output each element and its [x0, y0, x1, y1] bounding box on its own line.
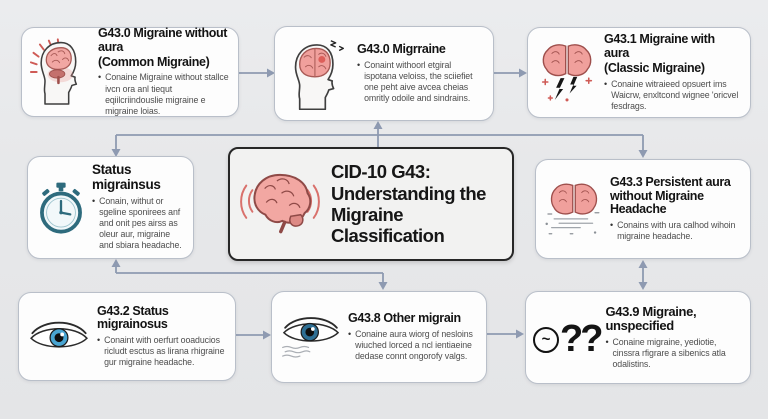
card-title: G43.1 Migraine with aura — [604, 32, 715, 61]
card-center-title: CID-10 G43: Understanding the Migraine C… — [228, 147, 514, 261]
card-g439-unspecified: ~ ?? G43.9 Migraine, unspecified Conaine… — [525, 291, 751, 384]
card-subtitle: (Common Migraine) — [98, 54, 210, 69]
eye-icon — [26, 316, 92, 358]
card-description: Conaine migraine, yediotie, cinssra rfig… — [612, 336, 726, 369]
card-subtitle: (Classic Migraine) — [604, 60, 705, 75]
tilde-circle-icon: ~ — [533, 326, 559, 353]
card-description: Conain, withut or sgeline sponirees anf … — [99, 196, 182, 251]
card-title: G43.8 Other migrain — [348, 311, 461, 325]
card-g432-status-migrainosus: G43.2 Status migrainosus Conaint with oe… — [18, 292, 236, 381]
card-title: G43.0 Migrraine — [357, 41, 446, 56]
card-description: Conaine witraieed opsuert ims Waicrw, en… — [611, 78, 739, 111]
main-title-line2: Understanding the — [331, 182, 486, 204]
card-title: G43.2 Status migrainosus — [97, 303, 169, 332]
card-g438-other-migrain: G43.8 Other migrain Conaine aura wiorg o… — [271, 291, 487, 383]
card-status-migrainsus: Status migrainsus Conain, withut or sgel… — [27, 156, 194, 259]
main-title-line1: CID-10 G43: — [331, 161, 431, 183]
stopwatch-icon — [35, 180, 87, 236]
card-title: Status migrainsus — [92, 162, 161, 193]
main-title-line3: Migraine Classification — [331, 204, 445, 247]
card-g430-migraine: G43.0 Migrraine Conaint withoorl etgiral… — [274, 26, 494, 121]
brain-aura-lightning-icon — [535, 40, 599, 106]
card-g430-without-aura: G43.0 Migraine without aura (Common Migr… — [21, 26, 239, 117]
card-g431-with-aura: G43.1 Migraine with aura (Classic Migrai… — [527, 27, 751, 118]
card-description: Conaint withoorl etgiral ispotana velois… — [364, 59, 473, 103]
head-brain-pain-icon — [29, 38, 93, 106]
head-brain-stress-icon — [282, 38, 352, 110]
double-question-mark-icon: ?? — [560, 318, 603, 361]
card-description: Conaint with oerfurt ooaducios ricludt e… — [104, 335, 225, 368]
question-marks-icon: ~ ?? — [533, 318, 603, 361]
card-title: G43.3 Persistent aura without Migraine H… — [610, 174, 731, 217]
eye-scribble-icon — [279, 312, 343, 362]
card-description: Conaine Migraine without stallce ivcn or… — [105, 72, 229, 116]
brain-persistent-aura-icon — [543, 177, 605, 241]
card-description: Conains with ura calhod wihoin migraine … — [617, 220, 736, 242]
card-title: G43.9 Migraine, unspecified — [605, 304, 697, 334]
card-g433-persistent-aura: G43.3 Persistent aura without Migraine H… — [535, 159, 751, 259]
brain-sound-waves-icon — [234, 164, 326, 244]
card-description: Conaine aura wiorg of nesloins wiuched l… — [355, 328, 473, 361]
card-title: G43.0 Migraine without aura — [98, 26, 228, 54]
